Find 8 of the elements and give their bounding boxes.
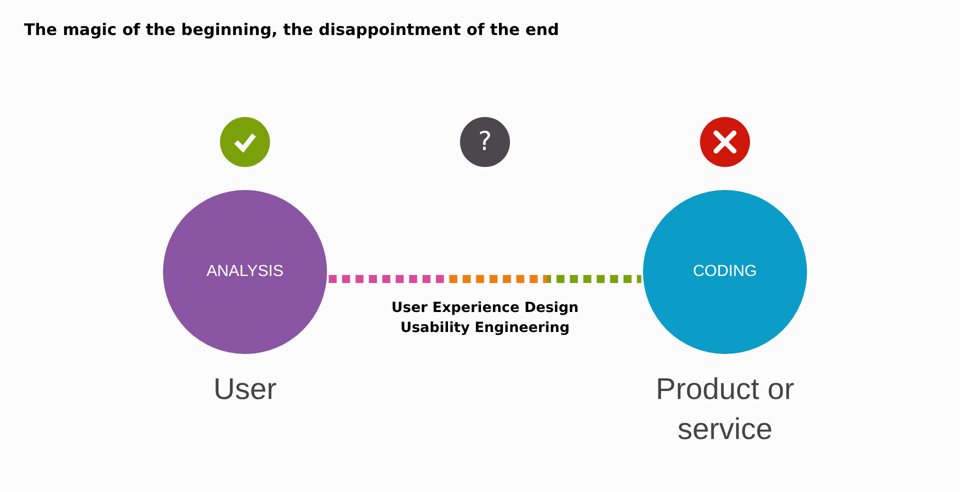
node-label: ANALYSIS xyxy=(206,263,284,281)
title: The magic of the beginning, the disappointment of the end xyxy=(24,20,560,39)
question-badge: ? xyxy=(460,117,510,167)
node-label: CODING xyxy=(693,263,757,281)
node-caption: User xyxy=(212,372,278,408)
edge-label: User Experience Design Usability Engineering xyxy=(390,299,580,338)
dotted-connector xyxy=(328,275,642,283)
node-caption: Product or service xyxy=(654,372,796,448)
